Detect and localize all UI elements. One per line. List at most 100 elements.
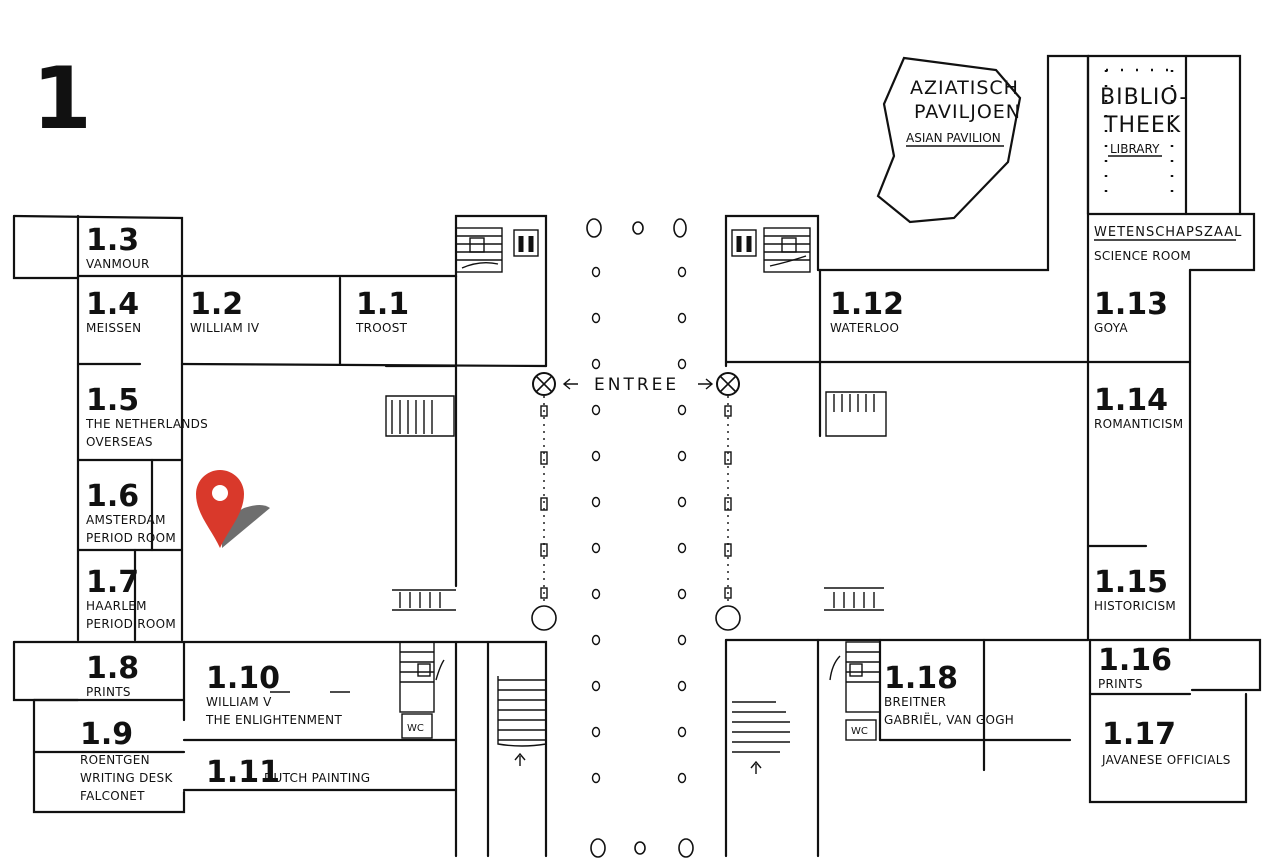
svg-text:PRINTS: PRINTS [86,685,131,699]
stairs-left-mid [385,395,455,437]
corridor-right [715,396,741,631]
svg-text:THE ENLIGHTENMENT: THE ENLIGHTENMENT [205,713,342,727]
column-dot [591,680,601,692]
svg-text:1.12: 1.12 [830,287,904,322]
svg-text:BREITNER: BREITNER [884,695,946,709]
stairs-right-top [763,227,811,273]
svg-text:HISTORICISM: HISTORICISM [1094,599,1176,613]
svg-text:1.18: 1.18 [884,661,958,696]
svg-text:WATERLOO: WATERLOO [830,321,899,335]
column-dot [677,450,687,462]
svg-text:1.1: 1.1 [356,287,409,322]
svg-text:LIBRARY: LIBRARY [1110,142,1160,156]
svg-text:OVERSEAS: OVERSEAS [86,435,153,449]
svg-text:WC: WC [407,723,424,734]
room-1-18[interactable]: 1.18 BREITNER GABRIËL, VAN GOGH [884,661,1014,727]
corridor-left [531,396,557,631]
central-columns [586,218,694,858]
stairs-left-bottom [399,641,445,713]
svg-text:GOYA: GOYA [1094,321,1128,335]
grand-staircase-right [732,701,790,774]
stairs-right-mid [825,391,887,437]
room-1-8[interactable]: 1.8 PRINTS [86,651,139,699]
svg-text:ROENTGEN: ROENTGEN [80,753,150,767]
toilet-wc-right: WC [845,719,877,741]
stairs-right-lower [824,587,884,611]
room-1-14[interactable]: 1.14 ROMANTICISM [1094,383,1183,431]
column-dot [591,634,601,646]
room-1-10[interactable]: 1.10 WILLIAM V THE ENLIGHTENMENT [205,661,342,727]
column-dot [677,312,687,324]
svg-text:JAVANESE OFFICIALS: JAVANESE OFFICIALS [1101,753,1231,767]
svg-text:PAVILJOEN: PAVILJOEN [914,101,1021,123]
asian-pavilion: AZIATISCH PAVILJOEN ASIAN PAVILION [876,56,1022,224]
svg-text:AMSTERDAM: AMSTERDAM [86,513,166,527]
room-1-4[interactable]: 1.4 MEISSEN [86,287,141,335]
column-dot [591,542,601,554]
svg-text:WRITING DESK: WRITING DESK [80,771,173,785]
room-1-15[interactable]: 1.15 HISTORICISM [1094,565,1176,613]
column-dot [591,772,601,784]
column-dot [677,588,687,600]
room-1-5[interactable]: 1.5 THE NETHERLANDS OVERSEAS [85,383,208,449]
column-dot [591,312,601,324]
restroom-icon [731,229,757,257]
room-1-13[interactable]: 1.13 GOYA [1094,287,1168,335]
room-1-16[interactable]: 1.16 PRINTS [1098,643,1172,691]
column-pillar [634,841,646,855]
svg-text:1.13: 1.13 [1094,287,1168,322]
room-1-9[interactable]: 1.9 ROENTGEN WRITING DESK FALCONET [80,717,173,803]
svg-text:DUTCH PAINTING: DUTCH PAINTING [264,771,370,785]
svg-text:WILLIAM IV: WILLIAM IV [190,321,260,335]
svg-text:1.11: 1.11 [206,755,280,790]
grand-staircase-left [497,676,547,766]
room-1-3[interactable]: 1.3 VANMOUR [86,223,150,271]
svg-text:1.2: 1.2 [190,287,243,322]
svg-text:GABRIËL, VAN GOGH: GABRIËL, VAN GOGH [884,712,1014,727]
svg-text:BIBLIO-: BIBLIO- [1100,85,1188,110]
svg-text:PERIOD ROOM: PERIOD ROOM [86,531,176,545]
room-1-17[interactable]: 1.17 JAVANESE OFFICIALS [1101,717,1231,767]
entrance-left [532,372,578,396]
column-dot [591,450,601,462]
location-pin-icon[interactable] [196,470,270,548]
column-dot [591,726,601,738]
toilet-wc-left: WC [401,713,433,739]
column-dot [677,772,687,784]
entrance-label: ENTREE [594,375,679,395]
column-dot [591,404,601,416]
svg-text:1.10: 1.10 [206,661,280,696]
svg-text:HAARLEM: HAARLEM [86,599,147,613]
svg-text:1.5: 1.5 [86,383,139,418]
svg-text:WETENSCHAPSZAAL: WETENSCHAPSZAAL [1094,225,1242,240]
svg-text:1.7: 1.7 [86,565,139,600]
svg-text:MEISSEN: MEISSEN [86,321,141,335]
room-1-1[interactable]: 1.1 TROOST [355,287,409,335]
svg-text:WC: WC [851,726,868,737]
stairs-left-lower [392,589,456,611]
svg-text:1.16: 1.16 [1098,643,1172,678]
room-1-11[interactable]: 1.11 DUTCH PAINTING [206,755,370,790]
column-dot [677,680,687,692]
library: BIBLIO- THEEK LIBRARY WETENSCHAPSZAAL SC… [1094,68,1242,263]
svg-text:PRINTS: PRINTS [1098,677,1143,691]
room-1-6[interactable]: 1.6 AMSTERDAM PERIOD ROOM [86,479,176,545]
svg-text:THE NETHERLANDS: THE NETHERLANDS [85,417,208,431]
room-1-12[interactable]: 1.12 WATERLOO [830,287,904,335]
room-labels: 1.3 VANMOUR 1.4 MEISSEN 1.2 WILLIAM IV 1… [80,223,1231,803]
left-wing-walls [12,214,548,858]
room-1-2[interactable]: 1.2 WILLIAM IV [190,287,260,335]
column-dot [591,358,601,370]
svg-text:1.14: 1.14 [1094,383,1168,418]
svg-text:ASIAN PAVILION: ASIAN PAVILION [906,131,1001,145]
room-1-7[interactable]: 1.7 HAARLEM PERIOD ROOM [86,565,176,631]
column-dot [591,496,601,508]
stairs-right-bottom [829,641,881,713]
svg-text:VANMOUR: VANMOUR [86,257,150,271]
column-pillar [673,218,687,238]
svg-text:1.8: 1.8 [86,651,139,686]
svg-text:WILLIAM V: WILLIAM V [206,695,272,709]
column-dot [677,358,687,370]
svg-text:FALCONET: FALCONET [80,789,145,803]
